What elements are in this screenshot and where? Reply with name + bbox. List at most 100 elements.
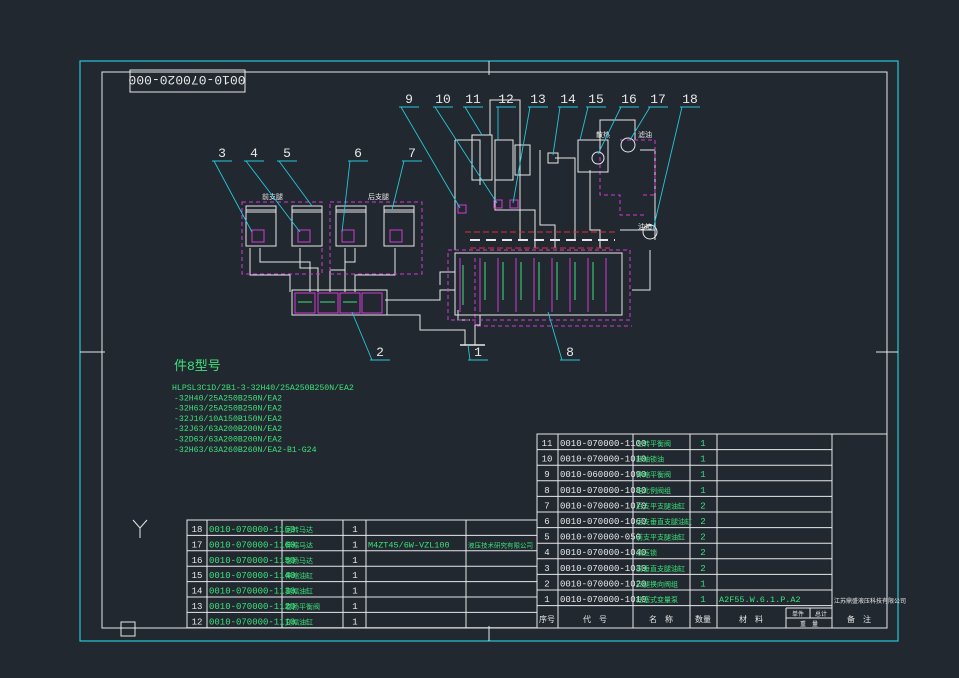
bom-right-material: A2F55.W.6.1.P.A2 bbox=[719, 595, 801, 605]
bom-left-remark: 液压技术研究有限公司 bbox=[468, 540, 533, 549]
callout-number: 4 bbox=[250, 146, 258, 161]
callout-number: 18 bbox=[682, 92, 698, 107]
callout-number: 9 bbox=[405, 92, 413, 107]
bom-left-qty: 1 bbox=[352, 587, 357, 597]
filter-label: 滤油 bbox=[638, 130, 652, 140]
callout-number: 17 bbox=[650, 92, 666, 107]
bom-left-code: 0010-070000-1130 bbox=[209, 587, 295, 597]
bom-right-qty: 1 bbox=[700, 486, 705, 496]
model-lines: HLPSL3C1D/2B1-3-32H40/25A250B250N/EA2-32… bbox=[172, 383, 354, 455]
bom-right-qty: 2 bbox=[700, 501, 705, 511]
model-line: -32H63/63A260B260N/EA2-B1-G24 bbox=[174, 445, 317, 455]
bom-right-no: 10 bbox=[542, 455, 553, 465]
callout-number: 8 bbox=[566, 345, 574, 360]
bom-right-no: 7 bbox=[544, 501, 549, 511]
callout-number: 13 bbox=[530, 92, 546, 107]
leader-line bbox=[579, 106, 589, 141]
model-line: HLPSL3C1D/2B1-3-32H40/25A250B250N/EA2 bbox=[172, 383, 354, 393]
header-material: 材 料 bbox=[739, 614, 763, 625]
bom-right-code: 0010-070000-1010 bbox=[560, 455, 646, 465]
model-line: -32H40/25A250B250N/EA2 bbox=[174, 393, 282, 403]
bom-right-qty: 2 bbox=[700, 548, 705, 558]
bom-right-name: 支腿换向阀组 bbox=[636, 579, 678, 589]
bom-right-code: 0010-070000-1070 bbox=[560, 501, 646, 511]
bom-left-code: 0010-070000-1150 bbox=[209, 556, 295, 566]
drawing-number: 0010-070020-000 bbox=[128, 72, 245, 87]
header-weight: 重 量 bbox=[800, 620, 818, 628]
callout-number: 7 bbox=[408, 146, 416, 161]
bom-right-code: 0010-070000-1010 bbox=[560, 595, 646, 605]
bom-right-name: 伸缩平衡阀 bbox=[636, 470, 671, 480]
bom-left-name: 卷扬马达 bbox=[285, 556, 313, 566]
maker-name: 江苏鼎盛液压科技有限公司 bbox=[834, 597, 906, 605]
bom-right-name: 柱塞式变量泵 bbox=[636, 595, 678, 605]
bom-right-no: 4 bbox=[544, 548, 549, 558]
callout-number: 2 bbox=[376, 345, 384, 360]
callout-number: 10 bbox=[435, 92, 451, 107]
bom-left-no: 13 bbox=[192, 602, 203, 612]
bom-left-name: 回转马达 bbox=[285, 525, 313, 535]
leader-line bbox=[467, 344, 471, 361]
bom-left-name: 变幅油缸 bbox=[285, 587, 313, 597]
model-block-title: 件8型号 bbox=[174, 359, 221, 374]
header-total-weight: 总计 bbox=[815, 610, 827, 618]
bom-right-name: 前支平支腿油缸 bbox=[636, 533, 685, 543]
bom-left-code: 0010-070000-1140 bbox=[209, 571, 295, 581]
leader-line bbox=[464, 106, 483, 136]
bom-right-no: 9 bbox=[544, 470, 549, 480]
bom-right-qty: 1 bbox=[700, 595, 705, 605]
header-no: 序号 bbox=[539, 614, 555, 625]
model-line: -32J16/10A150B150N/EA2 bbox=[174, 414, 282, 424]
header-remark: 备 注 bbox=[847, 614, 871, 625]
model-line: -32D63/63A200B200N/EA2 bbox=[174, 435, 282, 445]
model-line: -32J63/63A200B200N/EA2 bbox=[174, 424, 282, 434]
bom-right-code: 0010-070000-1100 bbox=[560, 439, 646, 449]
bom-right-qty: 1 bbox=[700, 439, 705, 449]
bom-right-no: 1 bbox=[544, 595, 549, 605]
bom-left-name: 卷扬平衡阀 bbox=[285, 602, 320, 612]
bom-left-qty: 1 bbox=[352, 571, 357, 581]
leader-line bbox=[652, 106, 683, 231]
bom-right-code: 0010-070000-1080 bbox=[560, 486, 646, 496]
header-qty: 数量 bbox=[695, 614, 711, 625]
bom-right-no: 5 bbox=[544, 533, 549, 543]
bom-right-code: 0010-070000-1060 bbox=[560, 517, 646, 527]
callout-number: 1 bbox=[474, 345, 482, 360]
bom-right-code: 0010-070000-050 bbox=[560, 533, 641, 543]
bom-left-qty: 1 bbox=[352, 602, 357, 612]
bom-right-no: 2 bbox=[544, 579, 549, 589]
bom-right-no: 6 bbox=[544, 517, 549, 527]
bom-right-code: 0010-060000-1090 bbox=[560, 470, 646, 480]
callout-number: 12 bbox=[498, 92, 514, 107]
model-block: 件8型号 HLPSL3C1D/2B1-3-32H40/25A250B250N/E… bbox=[172, 359, 354, 455]
bom-right-header: 序号 代 号 名 称 数量 材 料 单件 总计 重 量 备 注 bbox=[539, 610, 871, 628]
bom-right-no: 3 bbox=[544, 564, 549, 574]
callout-number: 3 bbox=[218, 146, 226, 161]
drawing-number-box: 0010-070020-000 bbox=[128, 69, 246, 93]
leader-line bbox=[597, 106, 622, 155]
drawing-frame bbox=[79, 60, 899, 642]
leader-line bbox=[512, 106, 531, 204]
rear-leg-label: 后支腿 bbox=[368, 192, 389, 202]
bom-left-code: 0010-070000-1120 bbox=[209, 602, 295, 612]
bom-right-code: 0010-070000-1040 bbox=[560, 548, 646, 558]
bom-right-qty: 2 bbox=[700, 533, 705, 543]
callout-number: 6 bbox=[354, 146, 362, 161]
bom-right-no: 8 bbox=[544, 486, 549, 496]
bom-right-qty: 1 bbox=[700, 579, 705, 589]
callout-number: 14 bbox=[560, 92, 576, 107]
bom-right-code: 0010-070000-1020 bbox=[560, 579, 646, 589]
bom-left-qty: 1 bbox=[352, 525, 357, 535]
bom-right-no: 11 bbox=[542, 439, 553, 449]
leader-line bbox=[400, 106, 461, 209]
tank-label: 油箱 bbox=[638, 222, 652, 232]
bom-left-no: 14 bbox=[192, 587, 203, 597]
bom-left-qty: 1 bbox=[352, 556, 357, 566]
bom-left-no: 16 bbox=[192, 556, 203, 566]
bom-left-no: 18 bbox=[192, 525, 203, 535]
